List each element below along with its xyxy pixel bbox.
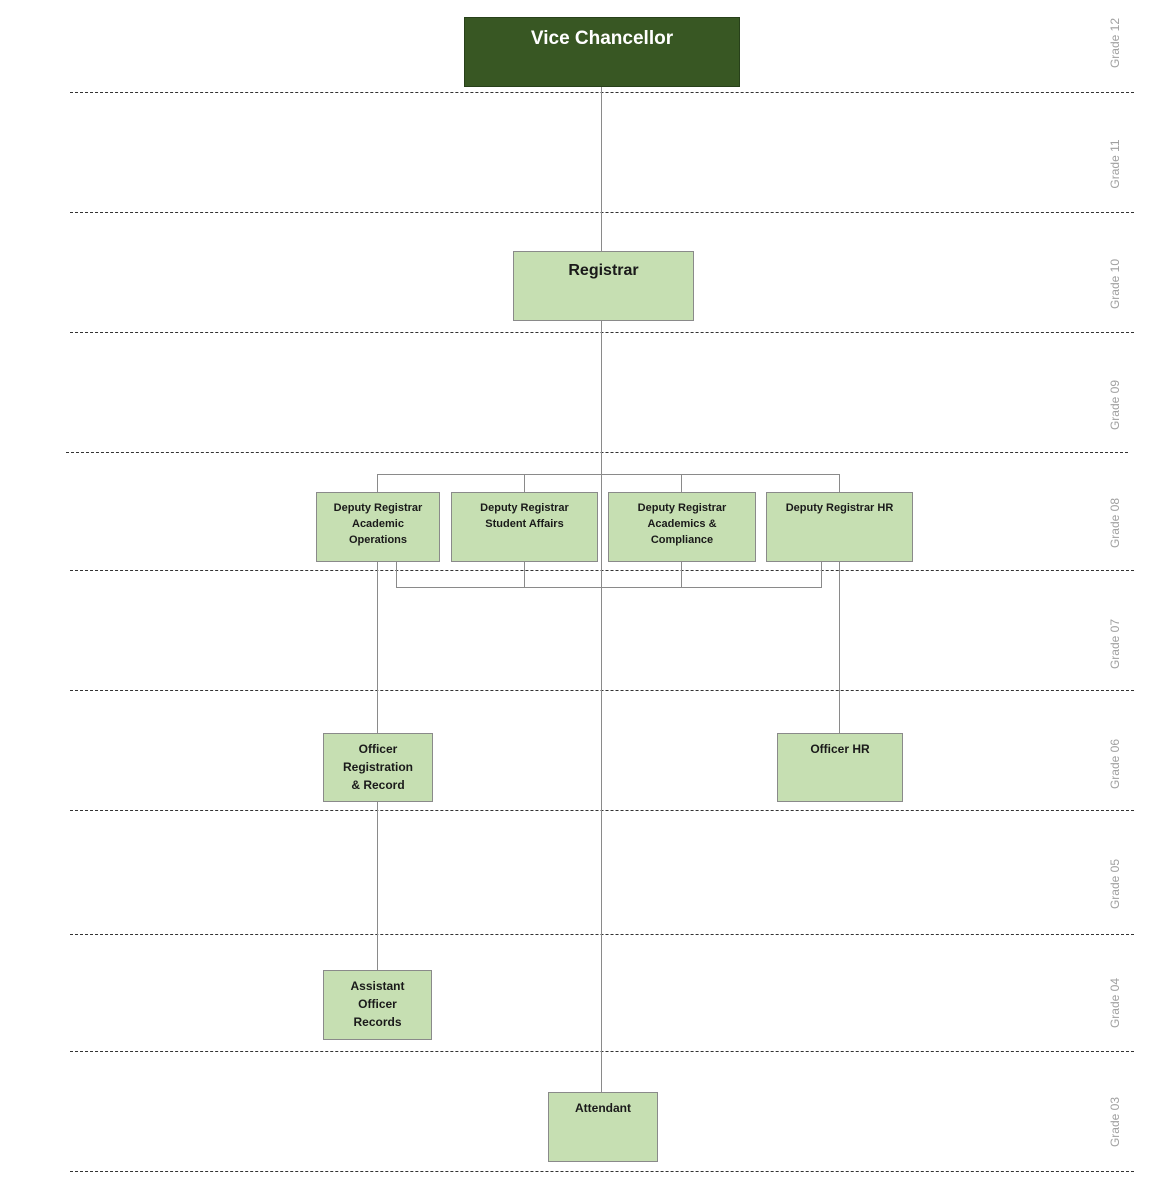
connector-deputies-top-bar bbox=[377, 474, 840, 475]
grade-label-10: Grade 10 bbox=[1108, 258, 1122, 310]
grade-divider bbox=[70, 570, 1134, 571]
grade-label-06: Grade 06 bbox=[1108, 738, 1122, 790]
deputy-registrar-academics-compliance-box[interactable]: Deputy Registrar Academics & Compliance bbox=[608, 492, 756, 562]
registrar-label: Registrar bbox=[568, 262, 639, 279]
grade-label-11: Grade 11 bbox=[1108, 139, 1122, 189]
grade-divider bbox=[66, 452, 1128, 453]
connector-bottom-drop bbox=[396, 562, 397, 588]
deputy-registrar-student-affairs-label: Deputy Registrar Student Affairs bbox=[480, 502, 569, 530]
officer-hr-label: Officer HR bbox=[810, 742, 870, 756]
deputy-registrar-academic-operations-box[interactable]: Deputy Registrar Academic Operations bbox=[316, 492, 440, 562]
officer-registration-record-box[interactable]: Officer Registration & Record bbox=[323, 733, 433, 802]
grade-label-04: Grade 04 bbox=[1108, 977, 1122, 1029]
grade-divider bbox=[70, 92, 1134, 93]
connector-deputies-bottom-bar bbox=[396, 587, 822, 588]
connector-to-deputy-hr bbox=[839, 474, 840, 493]
attendant-label: Attendant bbox=[575, 1101, 631, 1115]
deputy-registrar-academic-operations-label: Deputy Registrar Academic Operations bbox=[333, 502, 423, 546]
connector-bottom-drop bbox=[681, 562, 682, 588]
connector-deputy-hr-to-officer-hr bbox=[839, 562, 840, 734]
connector-to-deputy-academics-compliance bbox=[681, 474, 682, 493]
assistant-officer-records-box[interactable]: Assistant Officer Records bbox=[323, 970, 432, 1040]
connector-to-deputy-student-affairs bbox=[524, 474, 525, 493]
grade-divider bbox=[70, 1051, 1134, 1052]
officer-hr-box[interactable]: Officer HR bbox=[777, 733, 903, 802]
grade-divider bbox=[70, 690, 1134, 691]
grade-label-03: Grade 03 bbox=[1108, 1096, 1122, 1148]
grade-divider bbox=[70, 934, 1134, 935]
officer-registration-record-label: Officer Registration & Record bbox=[342, 742, 413, 792]
grade-divider bbox=[70, 212, 1134, 213]
grade-label-09: Grade 09 bbox=[1108, 379, 1122, 431]
grade-label-08: Grade 08 bbox=[1108, 497, 1122, 549]
vice-chancellor-box[interactable]: Vice Chancellor bbox=[464, 17, 740, 87]
grade-label-05: Grade 05 bbox=[1108, 858, 1122, 910]
grade-divider bbox=[70, 810, 1134, 811]
connector-to-deputy-academic-operations bbox=[377, 474, 378, 493]
connector-bottom-drop bbox=[524, 562, 525, 588]
registrar-box[interactable]: Registrar bbox=[513, 251, 694, 321]
grade-divider bbox=[70, 332, 1134, 333]
connector-main-trunk bbox=[601, 86, 602, 1094]
deputy-registrar-hr-label: Deputy Registrar HR bbox=[785, 502, 894, 514]
grade-divider bbox=[70, 1171, 1134, 1172]
grade-label-07: Grade 07 bbox=[1108, 618, 1122, 670]
assistant-officer-records-label: Assistant Officer Records bbox=[350, 979, 405, 1029]
vice-chancellor-label: Vice Chancellor bbox=[530, 28, 674, 49]
grade-label-12: Grade 12 bbox=[1108, 17, 1122, 69]
connector-bottom-drop bbox=[821, 562, 822, 588]
connector-officer-to-assistant bbox=[377, 802, 378, 971]
deputy-registrar-student-affairs-box[interactable]: Deputy Registrar Student Affairs bbox=[451, 492, 598, 562]
attendant-box[interactable]: Attendant bbox=[548, 1092, 658, 1162]
connector-academic-operations-to-officer bbox=[377, 562, 378, 734]
deputy-registrar-hr-box[interactable]: Deputy Registrar HR bbox=[766, 492, 913, 562]
deputy-registrar-academics-compliance-label: Deputy Registrar Academics & Compliance bbox=[637, 502, 727, 546]
